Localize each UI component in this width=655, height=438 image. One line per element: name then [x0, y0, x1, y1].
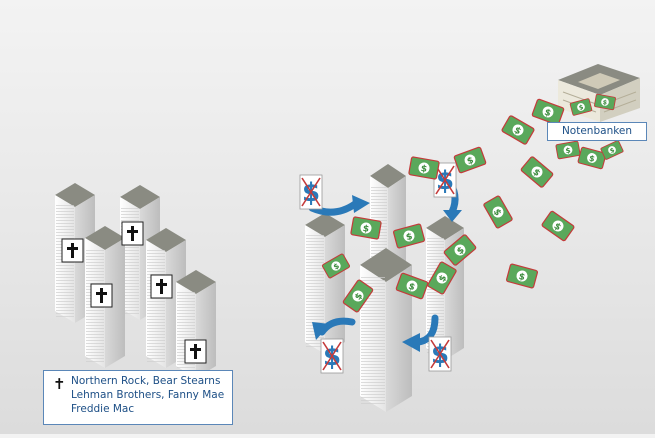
banknote-icon — [520, 156, 553, 188]
banknote-icon — [409, 157, 440, 180]
bank-tower — [360, 248, 412, 412]
legend-box: ✝ Northern Rock, Bear Stearns Lehman Bro… — [43, 370, 233, 425]
banknote-icon — [454, 147, 486, 173]
cross-icon — [62, 239, 83, 262]
banknote-icon — [506, 264, 538, 289]
banknote-icon — [556, 141, 581, 159]
legend-line: Lehman Brothers, Fanny Mae — [71, 388, 224, 402]
legend-line: Northern Rock, Bear Stearns — [71, 374, 224, 388]
cross-icon: ✝ — [53, 375, 66, 393]
legend-line: Freddie Mac — [71, 402, 224, 416]
banknote-icon — [483, 195, 513, 228]
cross-icon — [91, 284, 112, 307]
failed-banks-cluster — [55, 183, 216, 378]
legend-text: Northern Rock, Bear Stearns Lehman Broth… — [71, 374, 224, 416]
no-dollar-icon — [429, 337, 451, 371]
central-bank-building — [558, 64, 640, 122]
no-dollar-icon — [321, 339, 343, 373]
central-bank-label: Notenbanken — [547, 122, 647, 141]
no-dollar-icon — [300, 175, 322, 209]
banknote-icon — [501, 115, 534, 145]
banknote-icon — [541, 211, 574, 242]
cross-icon — [151, 275, 172, 298]
cross-icon — [122, 222, 143, 245]
cross-icon — [185, 340, 206, 363]
